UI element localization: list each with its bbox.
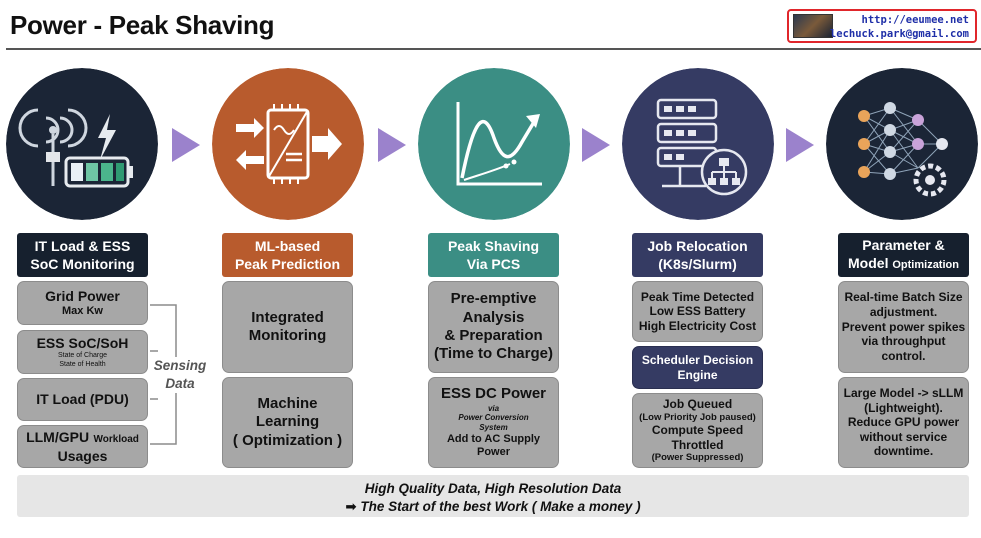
contact-url[interactable]: http://eeumee.net bbox=[861, 14, 969, 26]
contact-badge: http://eeumee.net lechuck.park@gmail.com bbox=[787, 9, 977, 43]
power-converter-icon bbox=[212, 68, 364, 220]
header-job-relocation: Job Relocation(K8s/Slurm) bbox=[632, 233, 763, 277]
title-divider bbox=[6, 48, 981, 50]
step-2-circle bbox=[212, 68, 364, 220]
step-1-circle bbox=[6, 68, 158, 220]
card-ess-soc-soh: ESS SoC/SoH State of Charge State of Hea… bbox=[17, 330, 148, 374]
flow-arrow-3 bbox=[582, 128, 610, 162]
avatar bbox=[793, 14, 833, 38]
footer-line-1: High Quality Data, High Resolution Data bbox=[364, 481, 622, 496]
page-title: Power - Peak Shaving bbox=[10, 10, 275, 40]
card-machine-learning: Machine Learning ( Optimization ) bbox=[222, 377, 353, 468]
card-peak-time-detected: Peak Time Detected Low ESS Battery High … bbox=[632, 281, 763, 342]
growth-chart-icon bbox=[418, 68, 570, 220]
card-ess-dc-power: ESS DC Power via Power Conversion System… bbox=[428, 377, 559, 468]
step-4-circle bbox=[622, 68, 774, 220]
card-batch-size-adjustment: Real-time Batch Size adjustment. Prevent… bbox=[838, 281, 969, 373]
card-large-model-sllm: Large Model -> sLLM (Lightweight). Reduc… bbox=[838, 377, 969, 468]
card-job-queued: Job Queued (Low Priority Job paused) Com… bbox=[632, 393, 763, 468]
card-integrated-monitoring: Integrated Monitoring bbox=[222, 281, 353, 373]
step-3-circle bbox=[418, 68, 570, 220]
neural-network-icon bbox=[826, 68, 978, 220]
footer-banner: High Quality Data, High Resolution Data … bbox=[17, 475, 969, 517]
step-5-circle bbox=[826, 68, 978, 220]
card-llm-gpu-usages: LLM/GPU Workload Usages bbox=[17, 425, 148, 468]
contact-email[interactable]: lechuck.park@gmail.com bbox=[829, 28, 969, 40]
flow-arrow-1 bbox=[172, 128, 200, 162]
card-it-load-pdu: IT Load (PDU) bbox=[17, 378, 148, 421]
flow-arrow-2 bbox=[378, 128, 406, 162]
sensor-battery-icon bbox=[6, 68, 158, 220]
footer-line-2: ➡ The Start of the best Work ( Make a mo… bbox=[345, 499, 641, 514]
server-network-icon bbox=[622, 68, 774, 220]
header-model-optimization: Parameter & Model Optimization bbox=[838, 233, 969, 277]
flow-arrow-4 bbox=[786, 128, 814, 162]
card-scheduler-decision-engine: Scheduler Decision Engine bbox=[632, 346, 763, 389]
card-preemptive-analysis: Pre-emptive Analysis & Preparation (Time… bbox=[428, 281, 559, 373]
card-grid-power: Grid Power Max Kw bbox=[17, 281, 148, 325]
